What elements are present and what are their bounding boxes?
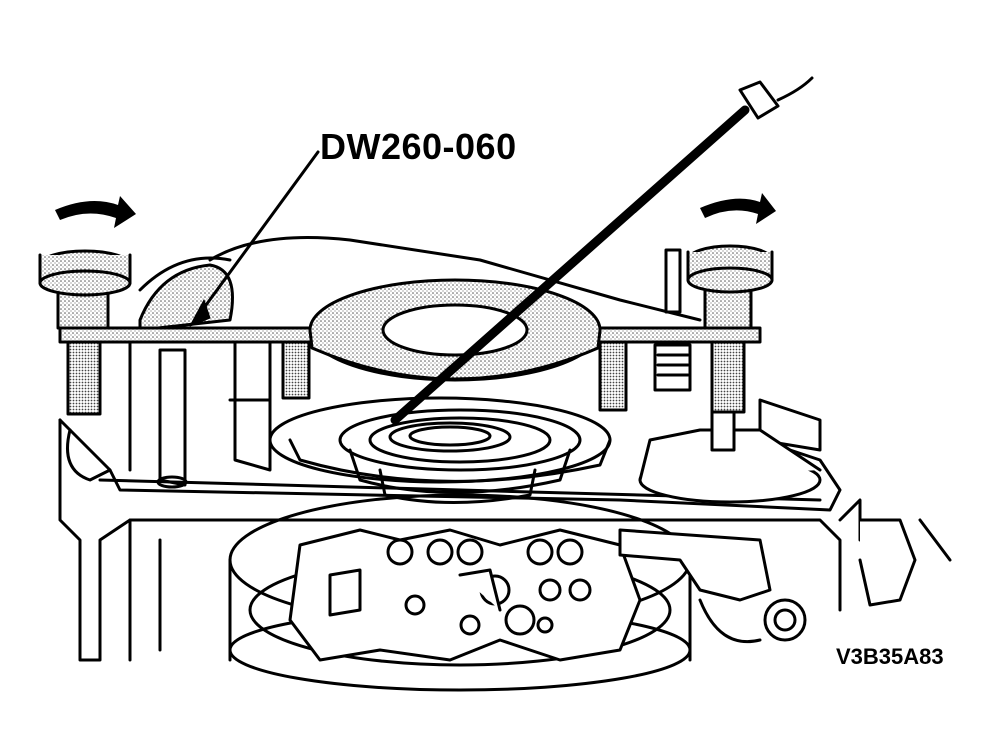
lower-right-components xyxy=(618,518,952,644)
left-adjusting-knob xyxy=(38,249,132,297)
clutch-drum xyxy=(268,396,612,504)
rotate-clockwise-arrow-icon xyxy=(700,193,776,224)
cover-cloth xyxy=(138,263,234,332)
depth-gauge-rod xyxy=(390,76,814,425)
callout-arrowhead xyxy=(189,299,211,327)
right-accumulator xyxy=(638,343,822,504)
right-adjusting-knob xyxy=(686,244,774,294)
callout-leader-line xyxy=(196,150,320,318)
figure-code: V3B35A83 xyxy=(836,644,944,669)
rotate-clockwise-arrow-icon xyxy=(55,196,136,228)
transmission-case-upper xyxy=(58,236,842,512)
tool-number-callout: DW260-060 xyxy=(320,126,517,167)
valve-body xyxy=(288,528,642,662)
